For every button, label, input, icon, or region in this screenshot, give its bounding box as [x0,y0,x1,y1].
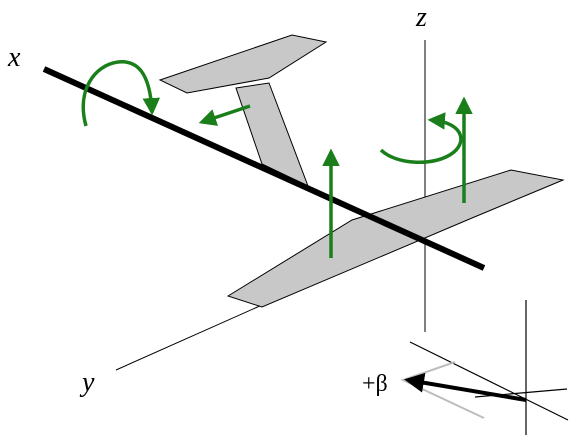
yaw-moment-arrow [379,112,463,164]
x-axis-line [42,66,486,271]
y-axis-line [115,304,263,371]
y-axis-label: y [79,367,95,398]
z-axis-label: z [415,2,427,33]
sideslip-axis-diagonal [409,341,569,421]
horizontal-tail [158,34,328,94]
sideslip-label: +β [362,371,388,397]
wing [226,169,565,308]
sideslip-vector [404,372,527,402]
x-axis-label: x [7,42,21,73]
sideslip-helper-lines [400,361,485,419]
roll-moment-arrow [81,60,161,127]
side-force-arrow [198,104,251,126]
